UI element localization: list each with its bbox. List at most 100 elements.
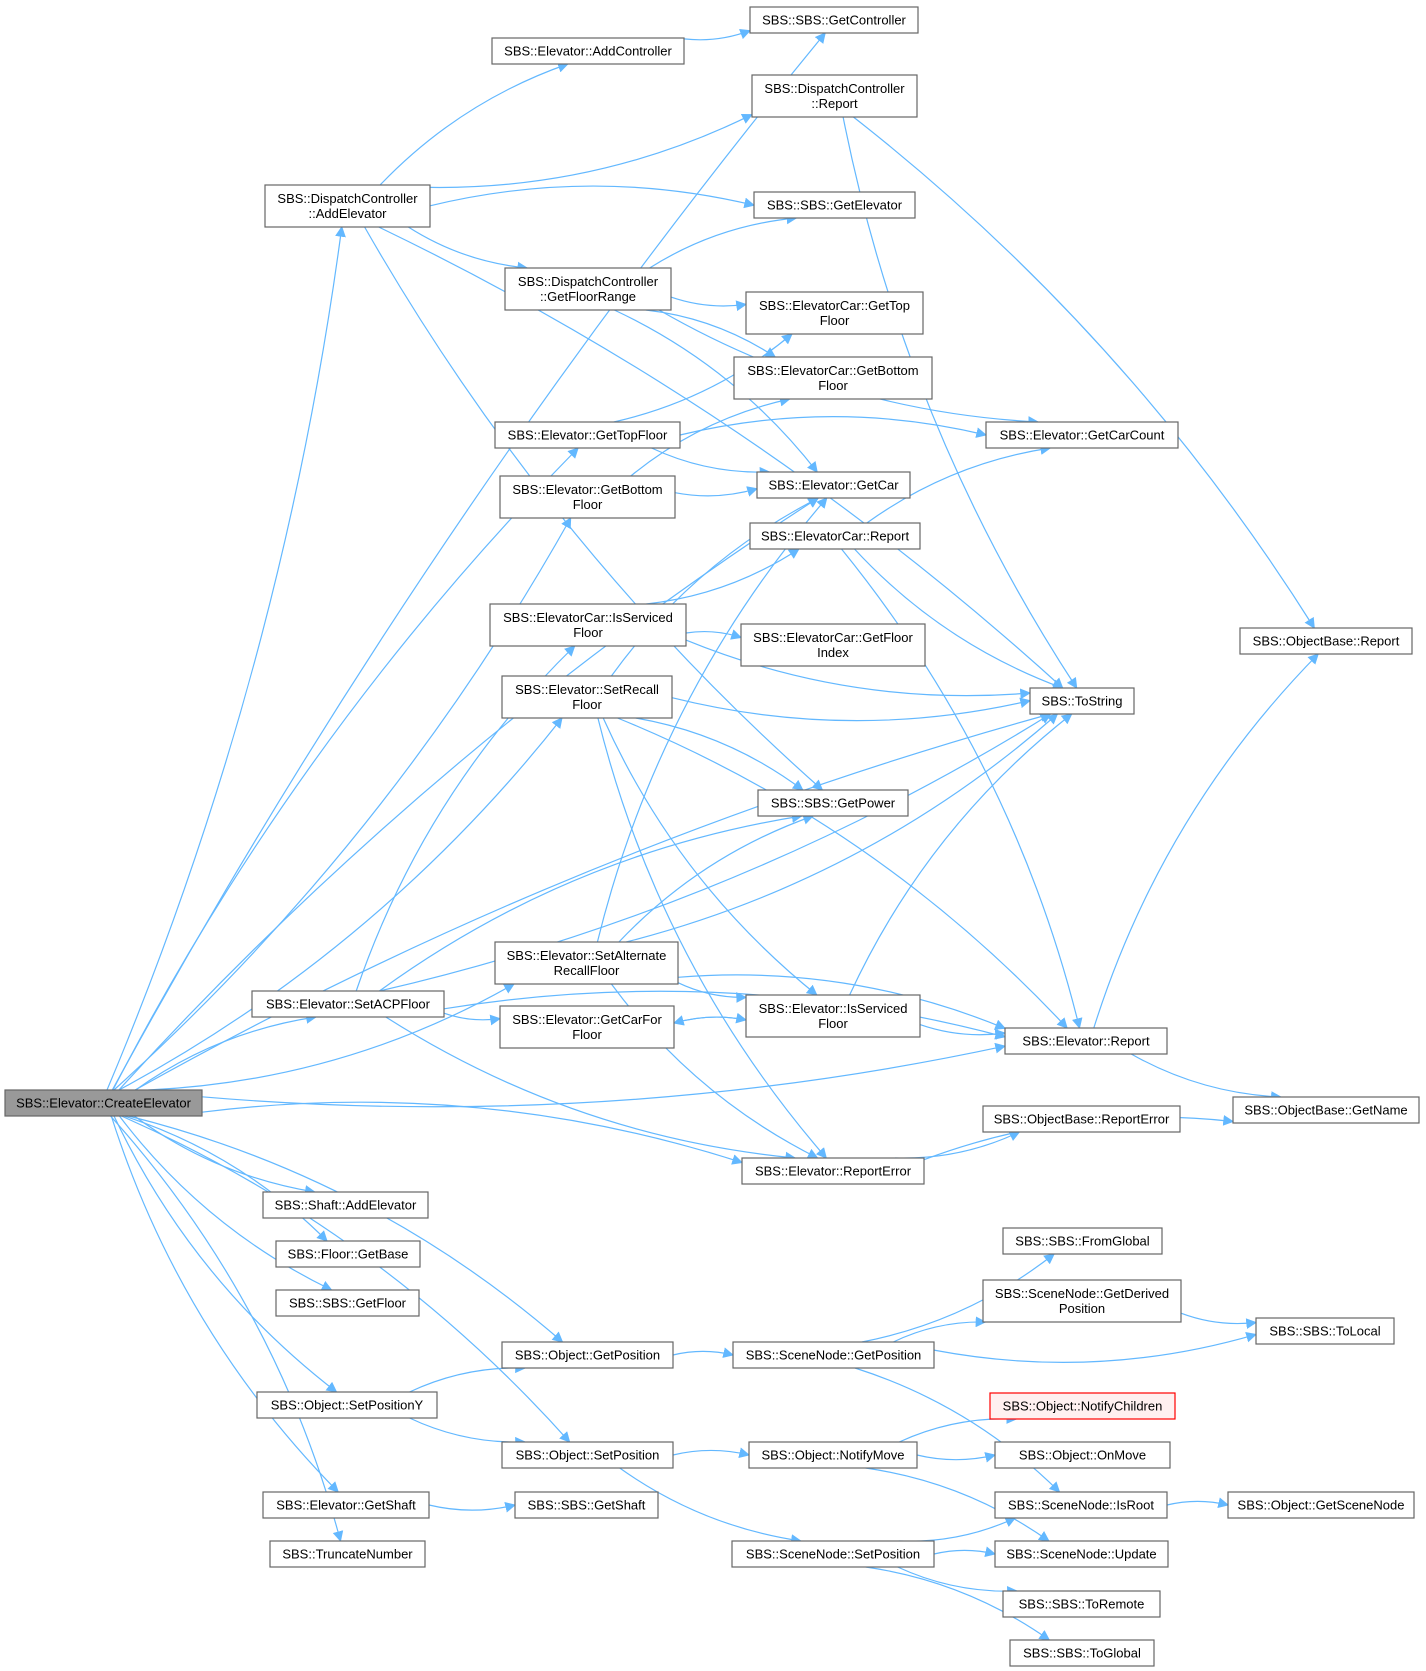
- node-label: SBS::Shaft::AddElevator: [275, 1198, 417, 1213]
- edge-n36-n38: [409, 1417, 527, 1448]
- graph-node[interactable]: SBS::Floor::GetBase: [275, 1240, 421, 1268]
- node-box: [756, 471, 911, 499]
- node-label: SBS::ElevatorCar::GetFloor: [753, 630, 913, 645]
- edge-n34-n35: [672, 1347, 735, 1358]
- node-box: [491, 37, 685, 65]
- node-label: SBS::ElevatorCar::Report: [761, 529, 910, 544]
- graph-node[interactable]: SBS::Shaft::AddElevator: [262, 1191, 429, 1219]
- graph-node[interactable]: SBS::Object::SetPositionY: [256, 1391, 438, 1419]
- graph-node[interactable]: SBS::Elevator::CreateElevator: [4, 1089, 203, 1117]
- node-label: Floor: [818, 378, 848, 393]
- graph-node[interactable]: SBS::Elevator::GetCarCount: [985, 421, 1179, 449]
- graph-node[interactable]: SBS::Elevator::GetShaft: [262, 1491, 430, 1519]
- graph-node[interactable]: SBS::ObjectBase::Report: [1239, 627, 1413, 655]
- graph-node[interactable]: SBS::Object::GetSceneNode: [1227, 1491, 1415, 1519]
- graph-node[interactable]: SBS::SceneNode::Update: [994, 1540, 1169, 1568]
- node-box: [262, 1491, 430, 1519]
- graph-node[interactable]: SBS::SBS::ToRemote: [1002, 1590, 1161, 1618]
- graph-node[interactable]: SBS::Object::OnMove: [994, 1441, 1171, 1469]
- edge-n35-n33: [933, 1331, 1258, 1363]
- graph-node[interactable]: SBS::DispatchController::AddElevator: [264, 184, 431, 228]
- edge-n46-n49: [865, 1566, 1051, 1641]
- node-label: SBS::SceneNode::SetPosition: [746, 1547, 920, 1562]
- node-box: [501, 1341, 674, 1369]
- graph-node[interactable]: SBS::DispatchController::Report: [751, 74, 918, 118]
- graph-node[interactable]: SBS::SBS::GetElevator: [753, 191, 916, 219]
- edge-n17-n12: [610, 497, 820, 677]
- edge-n21-n27: [385, 1016, 797, 1163]
- node-label: SBS::TruncateNumber: [282, 1547, 413, 1562]
- graph-node[interactable]: SBS::SceneNode::IsRoot: [994, 1491, 1168, 1519]
- edge-n4-n3: [429, 114, 753, 189]
- graph-node[interactable]: SBS::Object::GetPosition: [501, 1341, 674, 1369]
- node-label: SBS::SBS::FromGlobal: [1015, 1234, 1149, 1249]
- graph-node[interactable]: SBS::Elevator::GetTopFloor: [494, 421, 681, 449]
- graph-node[interactable]: SBS::SBS::ToGlobal: [1009, 1639, 1155, 1667]
- edge-n23-n24: [919, 1024, 1007, 1040]
- node-label: Floor: [572, 1027, 602, 1042]
- edge-n35-n31: [861, 1253, 1055, 1343]
- node-box: [514, 1491, 659, 1519]
- edge-n2-n1: [683, 28, 752, 41]
- graph-node[interactable]: SBS::SceneNode::GetPosition: [732, 1341, 935, 1369]
- edge-n11-n12: [674, 486, 759, 497]
- graph-node[interactable]: SBS::SBS::GetController: [749, 6, 919, 34]
- edge-n4-n5: [429, 185, 756, 209]
- graph-node[interactable]: SBS::SBS::GetPower: [757, 789, 909, 817]
- graph-node[interactable]: SBS::DispatchController::GetFloorRange: [504, 267, 672, 311]
- node-label: SBS::Object::SetPosition: [516, 1448, 660, 1463]
- node-label: Floor: [572, 697, 602, 712]
- edge-n23-n22: [672, 1015, 747, 1026]
- node-label: SBS::ElevatorCar::IsServiced: [503, 610, 673, 625]
- graph-node[interactable]: SBS::Object::NotifyMove: [748, 1441, 918, 1469]
- graph-node[interactable]: SBS::SBS::GetFloor: [275, 1289, 420, 1317]
- graph-node[interactable]: SBS::SBS::GetShaft: [514, 1491, 659, 1519]
- graph-node[interactable]: SBS::SBS::ToLocal: [1255, 1317, 1395, 1345]
- graph-node[interactable]: SBS::ElevatorCar::Report: [749, 522, 921, 550]
- graph-node[interactable]: SBS::Elevator::Report: [1004, 1027, 1168, 1055]
- graph-node[interactable]: SBS::SBS::FromGlobal: [1002, 1227, 1163, 1255]
- graph-node[interactable]: SBS::Elevator::ReportError: [741, 1157, 925, 1185]
- graph-node[interactable]: SBS::ElevatorCar::GetTopFloor: [745, 291, 924, 335]
- node-box: [251, 990, 445, 1018]
- edge-n6-n12: [614, 309, 818, 473]
- graph-node[interactable]: SBS::ObjectBase::ReportError: [982, 1105, 1181, 1133]
- node-box: [275, 1289, 420, 1317]
- graph-node[interactable]: SBS::ToString: [1029, 687, 1135, 715]
- node-label: SBS::DispatchController: [518, 274, 659, 289]
- edge-n0-n24: [201, 1042, 1007, 1108]
- node-box: [1232, 1096, 1420, 1124]
- graph-node[interactable]: SBS::Elevator::GetCar: [756, 471, 911, 499]
- graph-node[interactable]: SBS::ObjectBase::GetName: [1232, 1096, 1420, 1124]
- node-box: [269, 1540, 426, 1568]
- node-box: [741, 1157, 925, 1185]
- node-label: SBS::Elevator::Report: [1022, 1034, 1150, 1049]
- graph-node[interactable]: SBS::Elevator::AddController: [491, 37, 685, 65]
- edge-n39-n40: [916, 1452, 997, 1463]
- graph-node[interactable]: SBS::SceneNode::SetPosition: [731, 1540, 935, 1568]
- node-box: [494, 421, 681, 449]
- node-box: [504, 267, 672, 311]
- graph-node[interactable]: SBS::Object::NotifyChildren: [989, 1392, 1176, 1420]
- node-box: [489, 603, 687, 647]
- node-label: SBS::Object::GetPosition: [515, 1348, 660, 1363]
- edge-n0-n4: [106, 225, 346, 1091]
- node-box: [4, 1089, 203, 1117]
- graph-node[interactable]: SBS::Elevator::SetACPFloor: [251, 990, 445, 1018]
- node-box: [499, 1005, 675, 1049]
- edge-n13-n18: [854, 548, 1064, 690]
- graph-node[interactable]: SBS::TruncateNumber: [269, 1540, 426, 1568]
- node-label: Index: [817, 645, 849, 660]
- node-label: SBS::Object::NotifyMove: [761, 1448, 904, 1463]
- node-label: SBS::ToString: [1042, 694, 1123, 709]
- graph-node[interactable]: SBS::Object::SetPosition: [501, 1441, 674, 1469]
